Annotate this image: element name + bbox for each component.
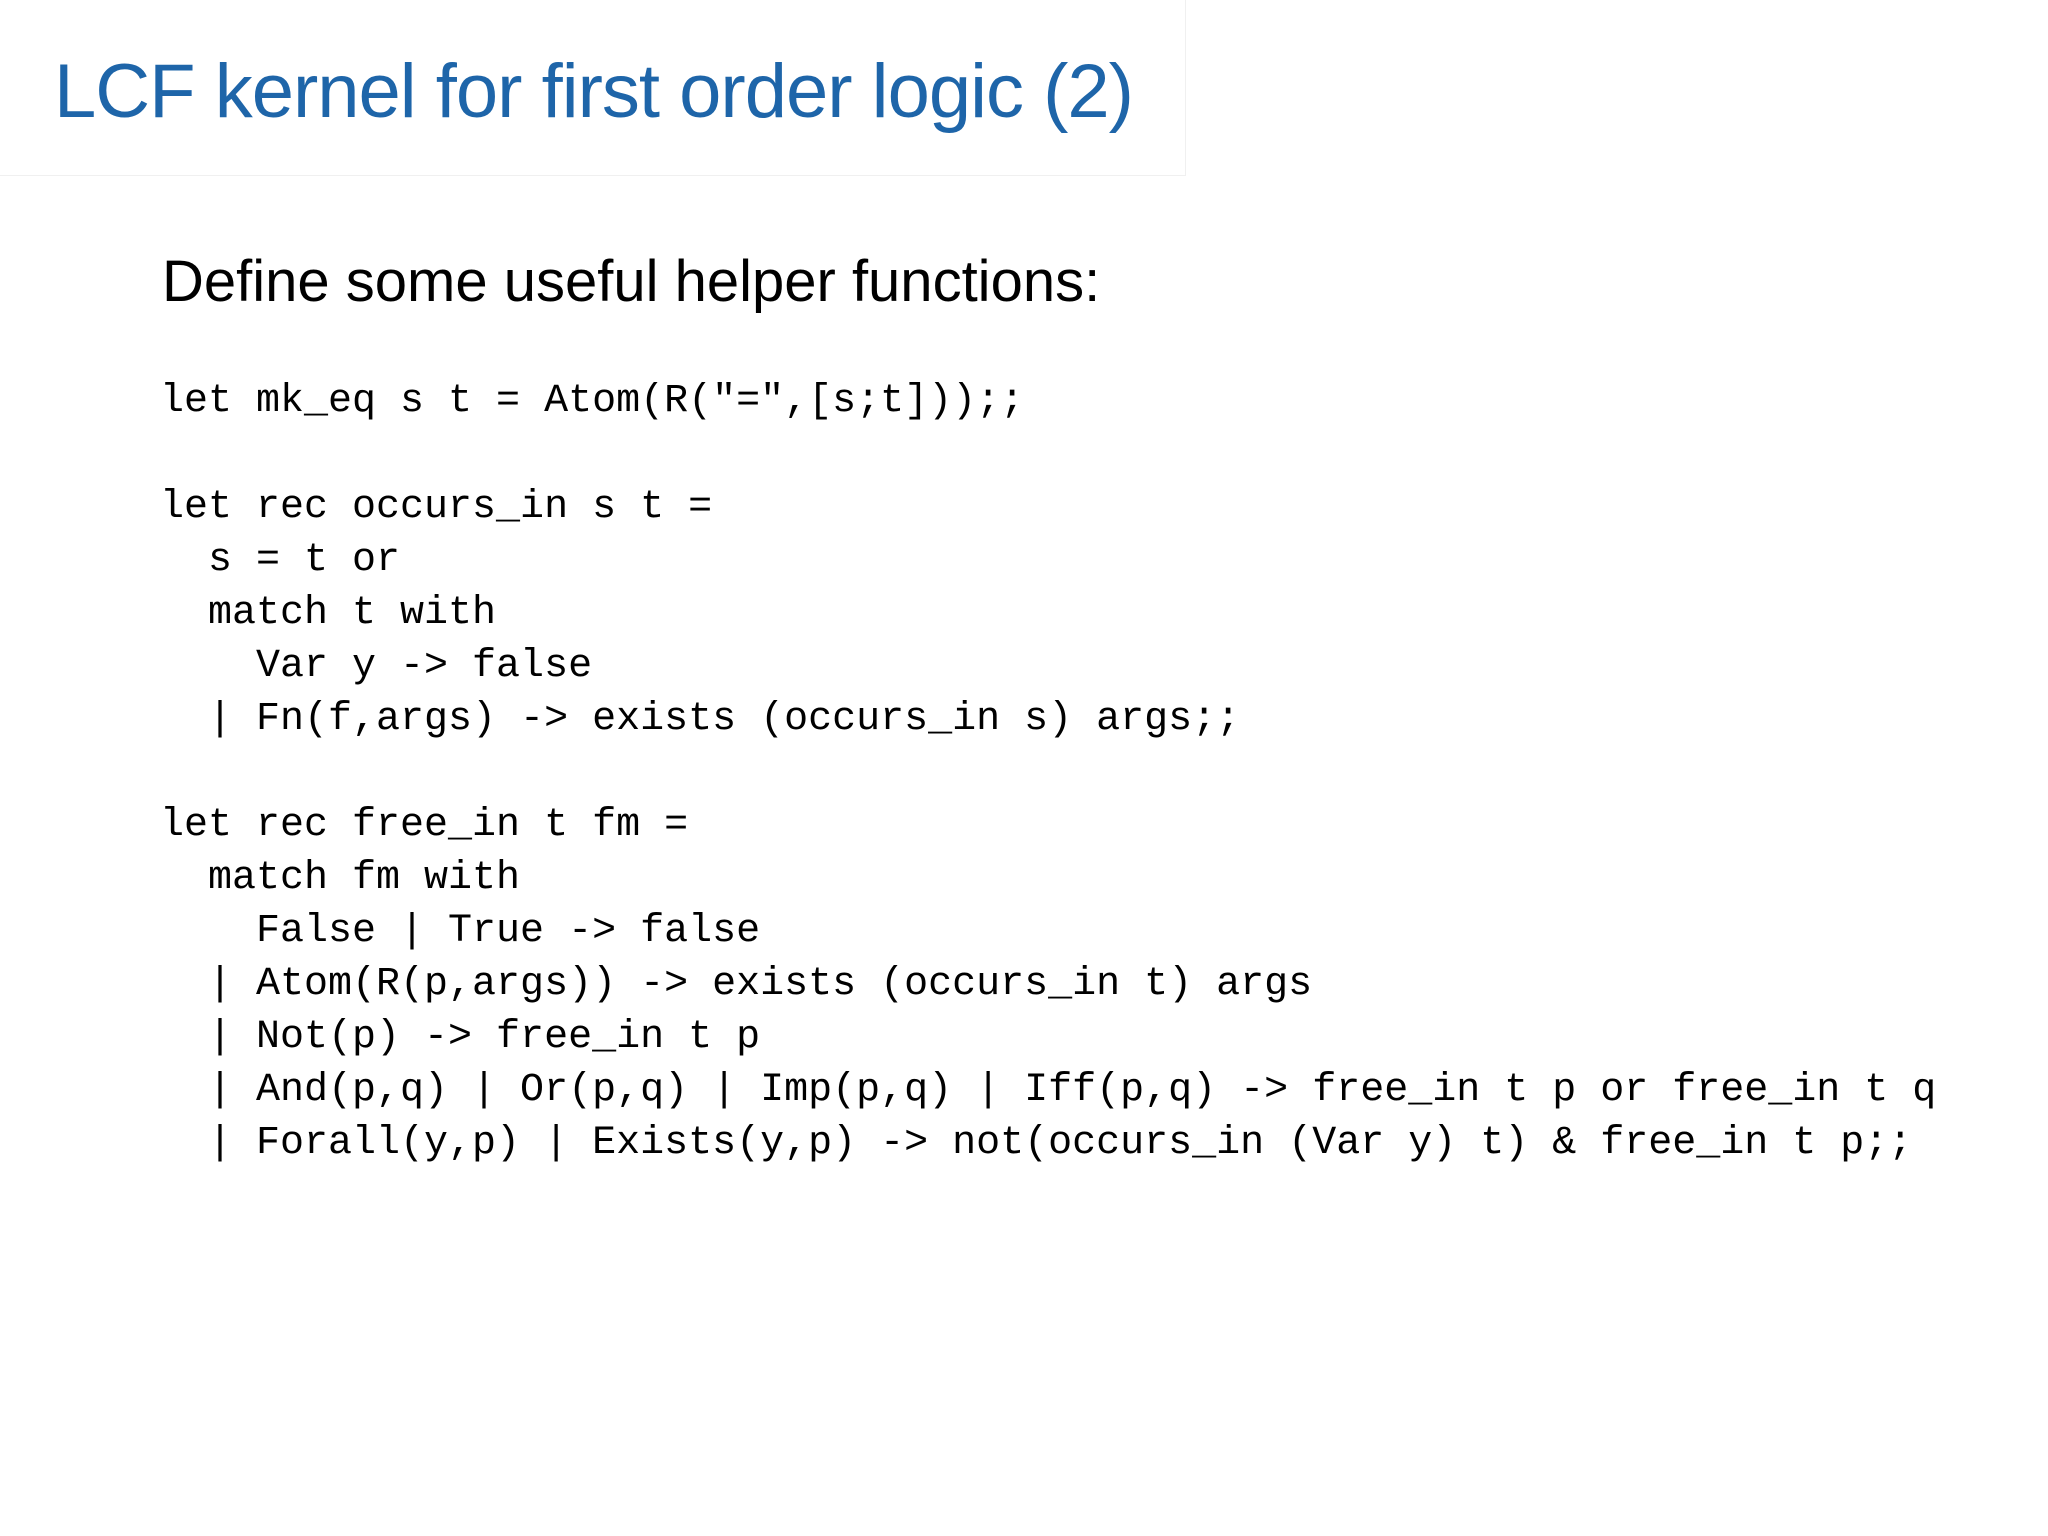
- intro-text: Define some useful helper functions:: [162, 249, 1101, 314]
- slide-title: LCF kernel for first order logic (2): [54, 49, 1134, 134]
- code-block: let mk_eq s t = Atom(R("=",[s;t]));; let…: [160, 379, 1937, 1166]
- frametitle-box: [0, 0, 1186, 176]
